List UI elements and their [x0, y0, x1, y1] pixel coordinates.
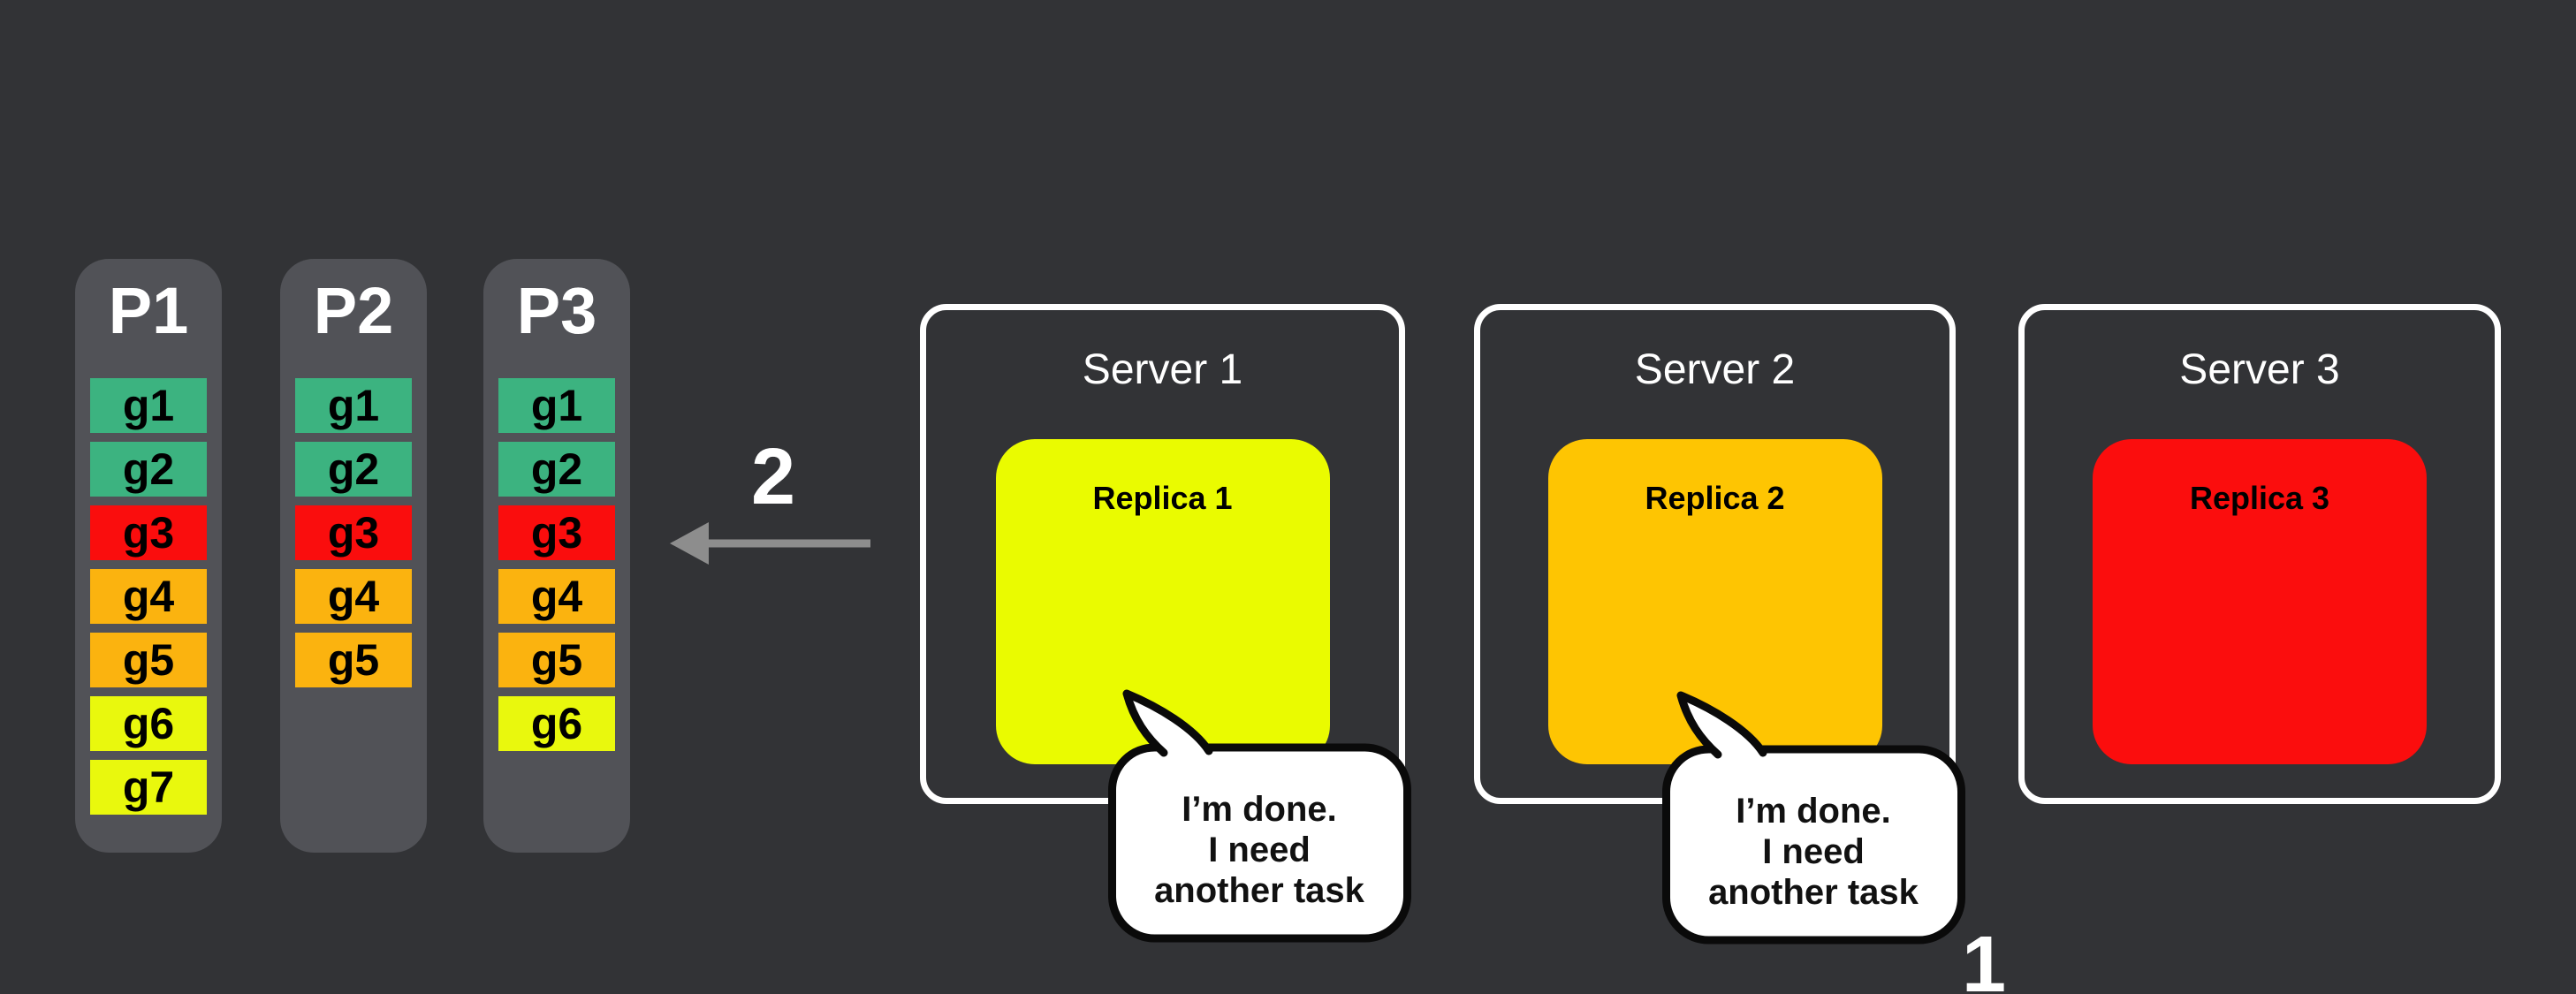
speech-bubble-replica2 — [1661, 689, 1966, 947]
server-title: Server 3 — [2179, 346, 2340, 393]
task-list: g1 g2 g3 g4 g5 — [295, 378, 412, 687]
bubble-line: another task — [1708, 873, 1919, 912]
replica-label: Replica 3 — [2189, 480, 2330, 516]
task-box: g3 — [295, 505, 412, 560]
task-label: g5 — [327, 635, 380, 685]
partition-p2: P2 g1 g2 g3 g4 g5 — [280, 259, 427, 853]
task-label: g1 — [530, 381, 583, 430]
server-title: Server 2 — [1634, 346, 1796, 393]
replica-3-box: Replica 3 — [2093, 439, 2427, 764]
partition-title: P2 — [313, 274, 394, 347]
speech-bubble-shape — [1108, 689, 1411, 943]
bubble-line: another task — [1154, 871, 1364, 910]
left-arrow-icon — [670, 522, 870, 565]
task-box: g5 — [90, 633, 207, 687]
speech-bubble-text: I’m done. I need another task — [1666, 791, 1961, 913]
replica-1-box: Replica 1 — [995, 439, 1330, 764]
task-label: g5 — [530, 635, 583, 685]
replica-label: Replica 2 — [1645, 480, 1785, 516]
task-box: g2 — [295, 442, 412, 497]
partition-title: P3 — [516, 274, 597, 347]
bubble-line: I need — [1208, 831, 1311, 869]
task-box: g4 — [90, 569, 207, 624]
task-label: g6 — [122, 699, 175, 748]
task-label: g7 — [122, 763, 175, 812]
task-list: g1 g2 g3 g4 g5 g6 g7 — [90, 378, 207, 815]
server-3-box: Server 3 Replica 3 — [2018, 304, 2501, 804]
task-box: g4 — [295, 569, 412, 624]
task-label: g4 — [327, 572, 380, 621]
task-label: g2 — [530, 444, 583, 494]
server-1-box: Server 1 Replica 1 — [920, 304, 1405, 804]
task-box: g4 — [498, 569, 615, 624]
speech-bubble-shape — [1662, 691, 1965, 945]
speech-bubble-replica1 — [1107, 687, 1412, 945]
task-list: g1 g2 g3 g4 g5 g6 — [498, 378, 615, 751]
task-label: g4 — [122, 572, 175, 621]
task-label: g3 — [327, 508, 380, 558]
replica-label: Replica 1 — [1092, 480, 1233, 516]
task-box: g1 — [295, 378, 412, 433]
task-label: g4 — [530, 572, 583, 621]
task-box: g1 — [90, 378, 207, 433]
task-label: g2 — [122, 444, 175, 494]
task-box: g3 — [498, 505, 615, 560]
bubble-line: I’m done. — [1736, 792, 1891, 831]
task-box: g1 — [498, 378, 615, 433]
server-title: Server 1 — [1082, 346, 1243, 393]
task-label: g1 — [327, 381, 380, 430]
task-box: g2 — [90, 442, 207, 497]
task-box: g6 — [90, 696, 207, 751]
partition-p3: P3 g1 g2 g3 g4 g5 g6 — [483, 259, 630, 853]
task-label: g3 — [530, 508, 583, 558]
task-box: g2 — [498, 442, 615, 497]
task-label: g6 — [530, 699, 583, 748]
task-label: g5 — [122, 635, 175, 685]
bubble-line: I need — [1762, 832, 1865, 871]
task-label: g3 — [122, 508, 175, 558]
partition-p1: P1 g1 g2 g3 g4 g5 g6 g7 — [75, 259, 222, 853]
speech-bubble-text: I’m done. I need another task — [1112, 789, 1407, 911]
task-box: g5 — [498, 633, 615, 687]
task-box: g5 — [295, 633, 412, 687]
task-box: g7 — [90, 760, 207, 815]
task-box: g3 — [90, 505, 207, 560]
partition-title: P1 — [108, 274, 189, 347]
task-label: g2 — [327, 444, 380, 494]
bubble-line: I’m done. — [1182, 790, 1337, 829]
task-box: g6 — [498, 696, 615, 751]
step-1-label: 1 — [1961, 921, 2007, 994]
task-label: g1 — [122, 381, 175, 430]
step-2-label: 2 — [750, 433, 796, 521]
